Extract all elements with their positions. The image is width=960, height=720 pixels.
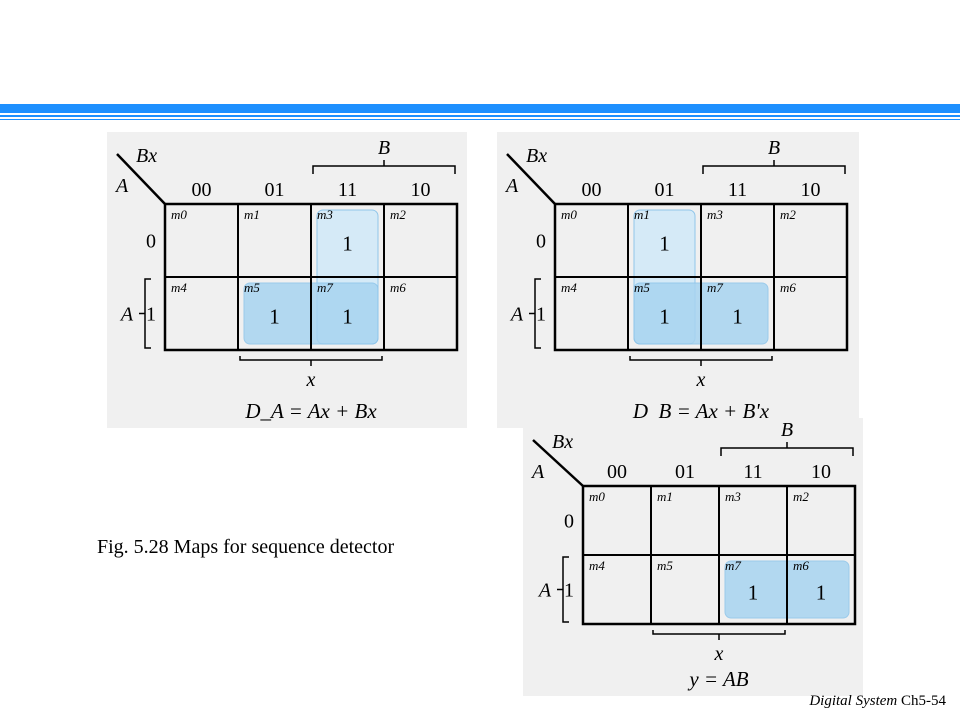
- kmap-row-code: 1: [146, 304, 156, 326]
- kmap-bracket-bottom: [629, 356, 773, 366]
- kmap-row-var: A: [114, 175, 129, 197]
- kmap-row-var: A: [504, 175, 519, 197]
- kmap-row-code: 0: [564, 511, 574, 533]
- header-bar-thick: [0, 104, 960, 113]
- kmap-col-code: 00: [607, 461, 627, 483]
- kmap-minterm: m1: [657, 489, 673, 504]
- kmap-minterm: m5: [634, 280, 650, 295]
- kmap-bracket-bottom-label: x: [696, 369, 706, 391]
- kmap-bracket-top-label: B: [768, 137, 780, 159]
- kmap-minterm: m0: [171, 207, 187, 222]
- kmap-bracket-top-label: B: [378, 137, 390, 159]
- kmap-col-var: Bx: [136, 145, 157, 167]
- kmap-bracket-left-label: A: [119, 304, 134, 326]
- kmap-cell-value: 1: [732, 305, 743, 329]
- kmap-corner-diagonal: [506, 153, 556, 205]
- kmap-bracket-left-label: A: [509, 304, 524, 326]
- kmap-bracket-bottom-label: x: [306, 369, 316, 391]
- footer-course: Digital System: [809, 693, 898, 709]
- kmap-bracket-top: [702, 160, 846, 174]
- kmap-col-code: 01: [655, 179, 675, 201]
- slide-footer: Digital System Ch5-54: [809, 693, 946, 710]
- kmap-minterm: m0: [589, 489, 605, 504]
- kmap-minterm: m7: [317, 280, 333, 295]
- kmap-cell-value: 1: [748, 581, 759, 605]
- kmap-minterm: m3: [317, 207, 333, 222]
- kmap-minterm: m2: [793, 489, 809, 504]
- kmap-bracket-left: [529, 278, 541, 349]
- kmap-cell-value: 1: [342, 305, 353, 329]
- kmap-bracket-left-label: A: [537, 580, 552, 602]
- kmap-col-var: Bx: [526, 145, 547, 167]
- kmap-minterm: m7: [725, 558, 741, 573]
- kmap-col-code: 01: [675, 461, 695, 483]
- kmap-cell-value: 1: [342, 232, 353, 256]
- kmap-bracket-left: [139, 278, 151, 349]
- header-bar-thin-1: [0, 115, 960, 117]
- footer-slide-number: Ch5-54: [901, 693, 946, 709]
- kmap-row-code: 1: [564, 580, 574, 602]
- kmap-cell-value: 1: [816, 581, 827, 605]
- kmap-bracket-bottom: [652, 630, 786, 640]
- kmap-corner-diagonal: [532, 439, 584, 487]
- kmap-col-code: 11: [728, 179, 747, 201]
- kmap-minterm: m7: [707, 280, 723, 295]
- kmap-minterm: m1: [244, 207, 260, 222]
- kmap-equation: D_A = Ax + Bx: [244, 399, 377, 423]
- kmap-row-code: 1: [536, 304, 546, 326]
- figure-caption: Fig. 5.28 Maps for sequence detector: [97, 536, 395, 558]
- kmap-row-var: A: [530, 461, 545, 483]
- kmap-minterm: m2: [390, 207, 406, 222]
- kmap-col-code: 11: [743, 461, 762, 483]
- kmap-col-code: 10: [801, 179, 821, 201]
- kmap-cell-value: 1: [269, 305, 280, 329]
- kmap-minterm: m1: [634, 207, 650, 222]
- kmap-bracket-top-label: B: [781, 419, 793, 441]
- kmap-minterm: m4: [561, 280, 577, 295]
- kmap-bracket-top: [720, 442, 854, 456]
- kmap-col-code: 10: [411, 179, 431, 201]
- kmap-minterm: m6: [793, 558, 809, 573]
- kmap-col-var: Bx: [552, 431, 573, 453]
- kmap-minterm: m5: [244, 280, 260, 295]
- kmap-minterm: m4: [589, 558, 605, 573]
- kmap-row-code: 0: [146, 231, 156, 253]
- kmap-bracket-left: [557, 556, 569, 623]
- kmap-bracket-top: [312, 160, 456, 174]
- kmap-minterm: m6: [780, 280, 796, 295]
- kmap-cell-value: 1: [659, 232, 670, 256]
- kmap-col-code: 11: [338, 179, 357, 201]
- kmap-minterm: m2: [780, 207, 796, 222]
- kmap-bracket-bottom: [239, 356, 383, 366]
- kmap-row-code: 0: [536, 231, 546, 253]
- kmap-minterm: m4: [171, 280, 187, 295]
- kmap-corner-diagonal: [116, 153, 166, 205]
- kmap-col-code: 00: [192, 179, 212, 201]
- kmap-cell-value: 1: [659, 305, 670, 329]
- kmap-minterm: m3: [707, 207, 723, 222]
- kmap-equation: y = AB: [687, 667, 748, 691]
- kmap-minterm: m3: [725, 489, 741, 504]
- kmap-col-code: 01: [265, 179, 285, 201]
- kmap-minterm: m0: [561, 207, 577, 222]
- kmap-minterm: m5: [657, 558, 673, 573]
- header-bar-thin-2: [0, 119, 960, 120]
- kmap-bracket-bottom-label: x: [714, 643, 724, 665]
- kmap-col-code: 00: [582, 179, 602, 201]
- kmap-col-code: 10: [811, 461, 831, 483]
- kmap-minterm: m6: [390, 280, 406, 295]
